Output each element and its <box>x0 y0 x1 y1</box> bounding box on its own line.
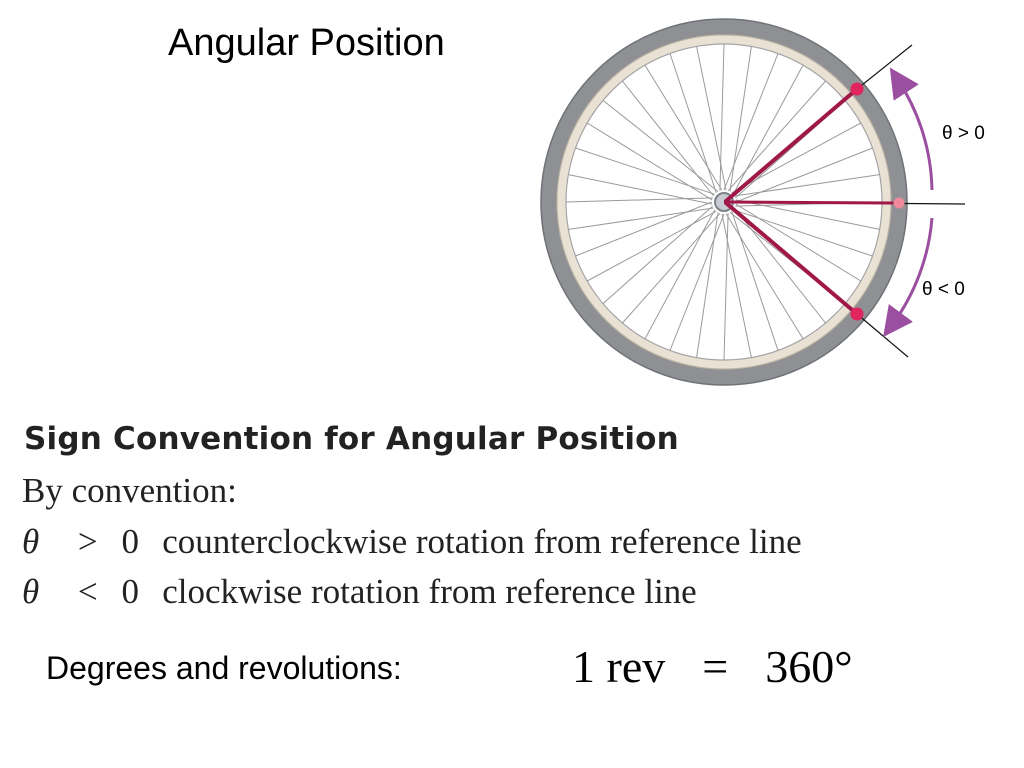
positive-rule-text: counterclockwise rotation from reference… <box>162 522 801 561</box>
wheel-spoke <box>732 123 861 193</box>
positive-angle-label: θ > 0 <box>942 123 985 144</box>
reference-radius-line <box>726 202 898 203</box>
positive-angle-point <box>851 83 864 96</box>
revolution-equation: 1 rev = 360° <box>572 640 853 693</box>
theta-symbol: θ <box>22 522 54 562</box>
wheel-spoke <box>733 65 803 194</box>
wheel-spoke <box>736 204 861 281</box>
equation-right: 360° <box>765 641 852 692</box>
wheel-spoke <box>728 81 826 191</box>
wheel-spoke <box>645 210 715 339</box>
negative-rule-text: clockwise rotation from reference line <box>162 572 696 611</box>
wheel-spoke <box>670 214 724 351</box>
wheel-spoke <box>587 211 716 281</box>
negative-rule: θ < 0 clockwise rotation from reference … <box>22 572 697 612</box>
wheel-spoke <box>726 214 803 339</box>
less-than-operator: < <box>63 572 113 612</box>
wheel-spoke <box>576 202 713 256</box>
wheel-spoke <box>568 208 713 229</box>
wheel-spoke <box>587 123 712 200</box>
zero-value: 0 <box>122 572 154 612</box>
negative-angle-label: θ < 0 <box>922 279 965 300</box>
degrees-revolutions-label: Degrees and revolutions: <box>46 650 402 687</box>
wheel-spoke <box>724 54 778 191</box>
theta-symbol: θ <box>22 572 54 612</box>
equation-equals: = <box>702 641 728 692</box>
convention-intro: By convention: <box>22 471 237 511</box>
wheel-spoke <box>603 206 713 304</box>
wheel-spoke <box>697 212 718 357</box>
greater-than-operator: > <box>63 522 113 562</box>
reference-point <box>894 198 905 209</box>
wheel-spoke <box>730 46 751 191</box>
equation-left: 1 rev <box>572 641 665 692</box>
positive-rule: θ > 0 counterclockwise rotation from ref… <box>22 522 802 562</box>
wheel-spoke <box>645 65 722 190</box>
bicycle-wheel-diagram: θ > 0 θ < 0 <box>0 0 1024 400</box>
wheel-spoke <box>622 213 720 323</box>
sign-convention-heading: Sign Convention for Angular Position <box>24 421 679 457</box>
negative-angle-point <box>851 308 864 321</box>
zero-value: 0 <box>122 522 154 562</box>
